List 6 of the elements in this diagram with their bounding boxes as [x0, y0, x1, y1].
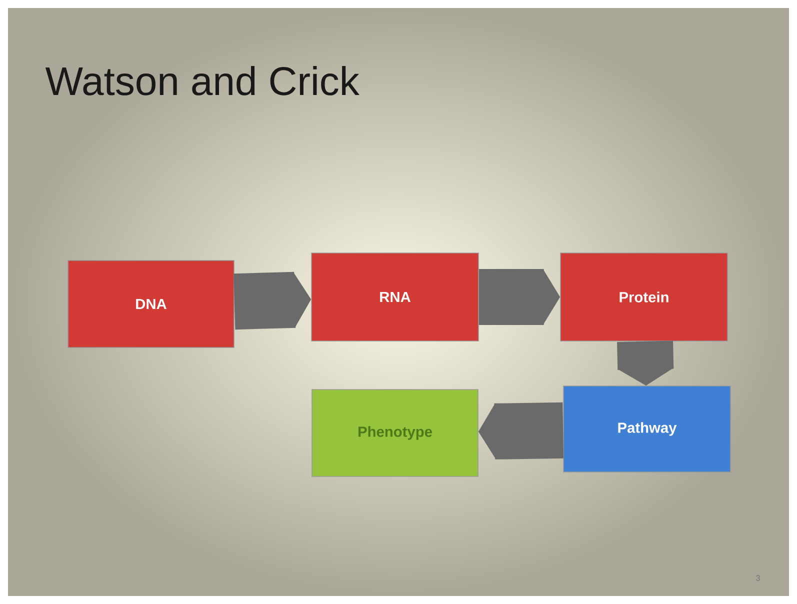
process-box: Protein	[560, 252, 728, 342]
process-box: RNA	[311, 252, 479, 342]
process-box: Phenotype	[312, 389, 478, 477]
process-box: DNA	[68, 260, 234, 348]
process-box: Pathway	[563, 386, 731, 472]
slide-title: Watson and Crick	[45, 66, 360, 96]
